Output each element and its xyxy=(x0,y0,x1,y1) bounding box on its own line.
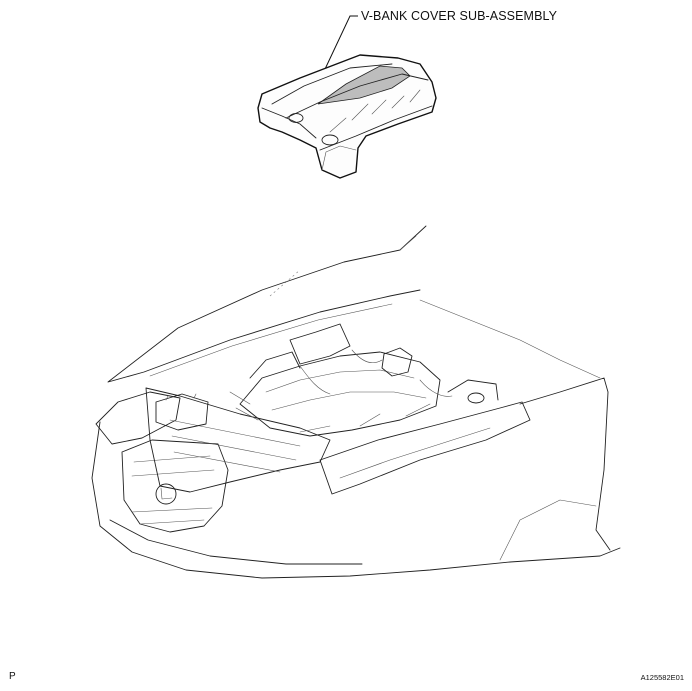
grille-mesh xyxy=(131,455,215,525)
engine-compartment-icon xyxy=(91,225,621,579)
headlight xyxy=(95,391,181,445)
emblem-icon xyxy=(155,483,177,505)
strut-tower-right xyxy=(447,379,499,401)
cowl-panel xyxy=(319,401,531,495)
air-box xyxy=(289,323,351,365)
coolant-reservoir xyxy=(381,347,413,377)
engine-detail-lines xyxy=(229,391,431,433)
cowl-vents xyxy=(339,427,491,479)
cover-bolt-boss xyxy=(321,134,339,146)
fender-line xyxy=(519,377,611,551)
strut-tower-left xyxy=(249,351,301,379)
view-code-label: P xyxy=(9,671,16,682)
hoses xyxy=(299,349,453,397)
front-body-outline xyxy=(91,421,621,579)
radiator-fins xyxy=(169,419,301,473)
emblem-mark xyxy=(160,487,173,500)
cover-oil-cap-boss xyxy=(288,113,304,123)
battery-terminals xyxy=(165,393,197,401)
cover-top-ridge xyxy=(271,63,429,119)
hood-shadow xyxy=(269,269,301,297)
leader-line xyxy=(317,15,358,85)
hood-inner-frame xyxy=(149,235,417,377)
wheel-arch xyxy=(499,499,597,561)
cover-body xyxy=(257,54,437,179)
cover-lower-edge xyxy=(261,105,433,151)
battery xyxy=(155,393,209,431)
grille-outline xyxy=(121,439,229,533)
bumper-lower-edge xyxy=(109,519,363,565)
cover-side-flange xyxy=(321,145,357,171)
intake-runners xyxy=(265,369,427,411)
hood-outline xyxy=(107,225,427,383)
v-bank-cover-icon xyxy=(257,54,437,179)
windshield-base xyxy=(419,299,601,379)
radiator-support xyxy=(145,387,331,493)
figure-id-label: A125582E01 xyxy=(640,673,684,682)
part-name-label: V-BANK COVER SUB-ASSEMBLY xyxy=(361,9,558,23)
reservoir-cap xyxy=(467,392,485,404)
cover-panel-lines xyxy=(329,89,421,133)
